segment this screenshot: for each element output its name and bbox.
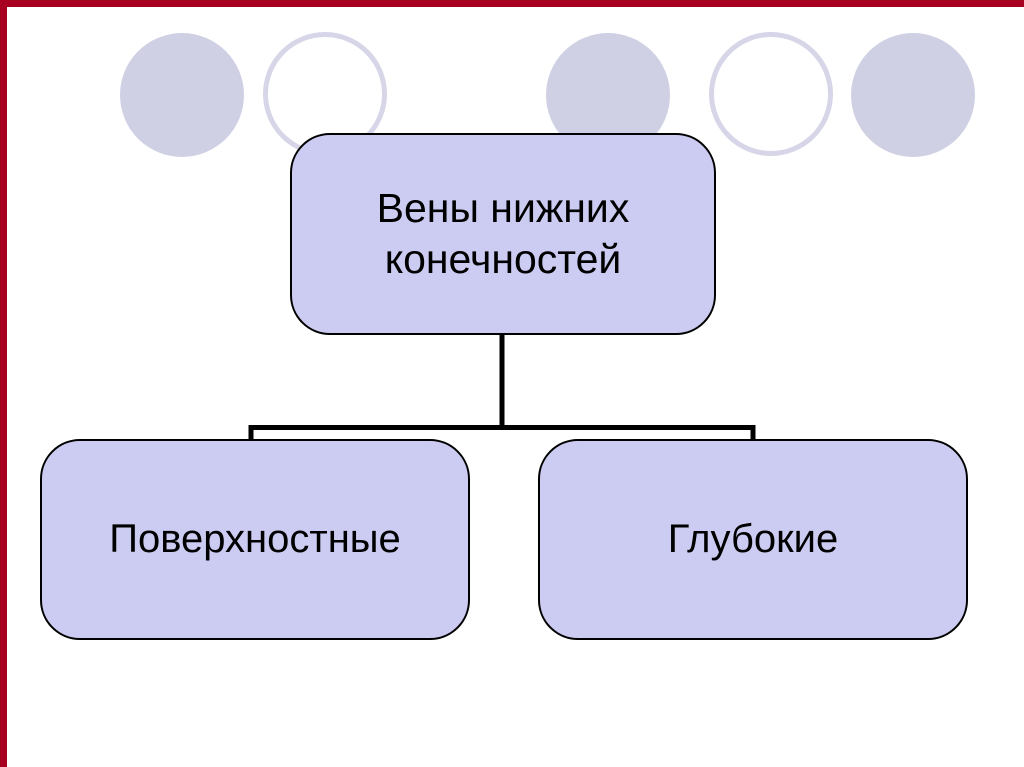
child-node-superficial: Поверхностные (40, 439, 470, 640)
accent-border-top (0, 0, 1024, 7)
root-node-veins-lower-extremities: Вены нижних конечностей (290, 133, 716, 335)
child-node-deep-label: Глубокие (667, 517, 839, 561)
child-node-deep: Глубокие (538, 439, 968, 640)
root-node-label: Вены нижних конечностей (376, 184, 630, 282)
decor-circle-outlined-2 (709, 32, 833, 156)
decor-circle-filled-3 (851, 33, 975, 157)
child-node-superficial-label: Поверхностные (109, 517, 401, 561)
accent-border-left (0, 0, 7, 767)
decor-circle-filled-1 (120, 33, 244, 157)
